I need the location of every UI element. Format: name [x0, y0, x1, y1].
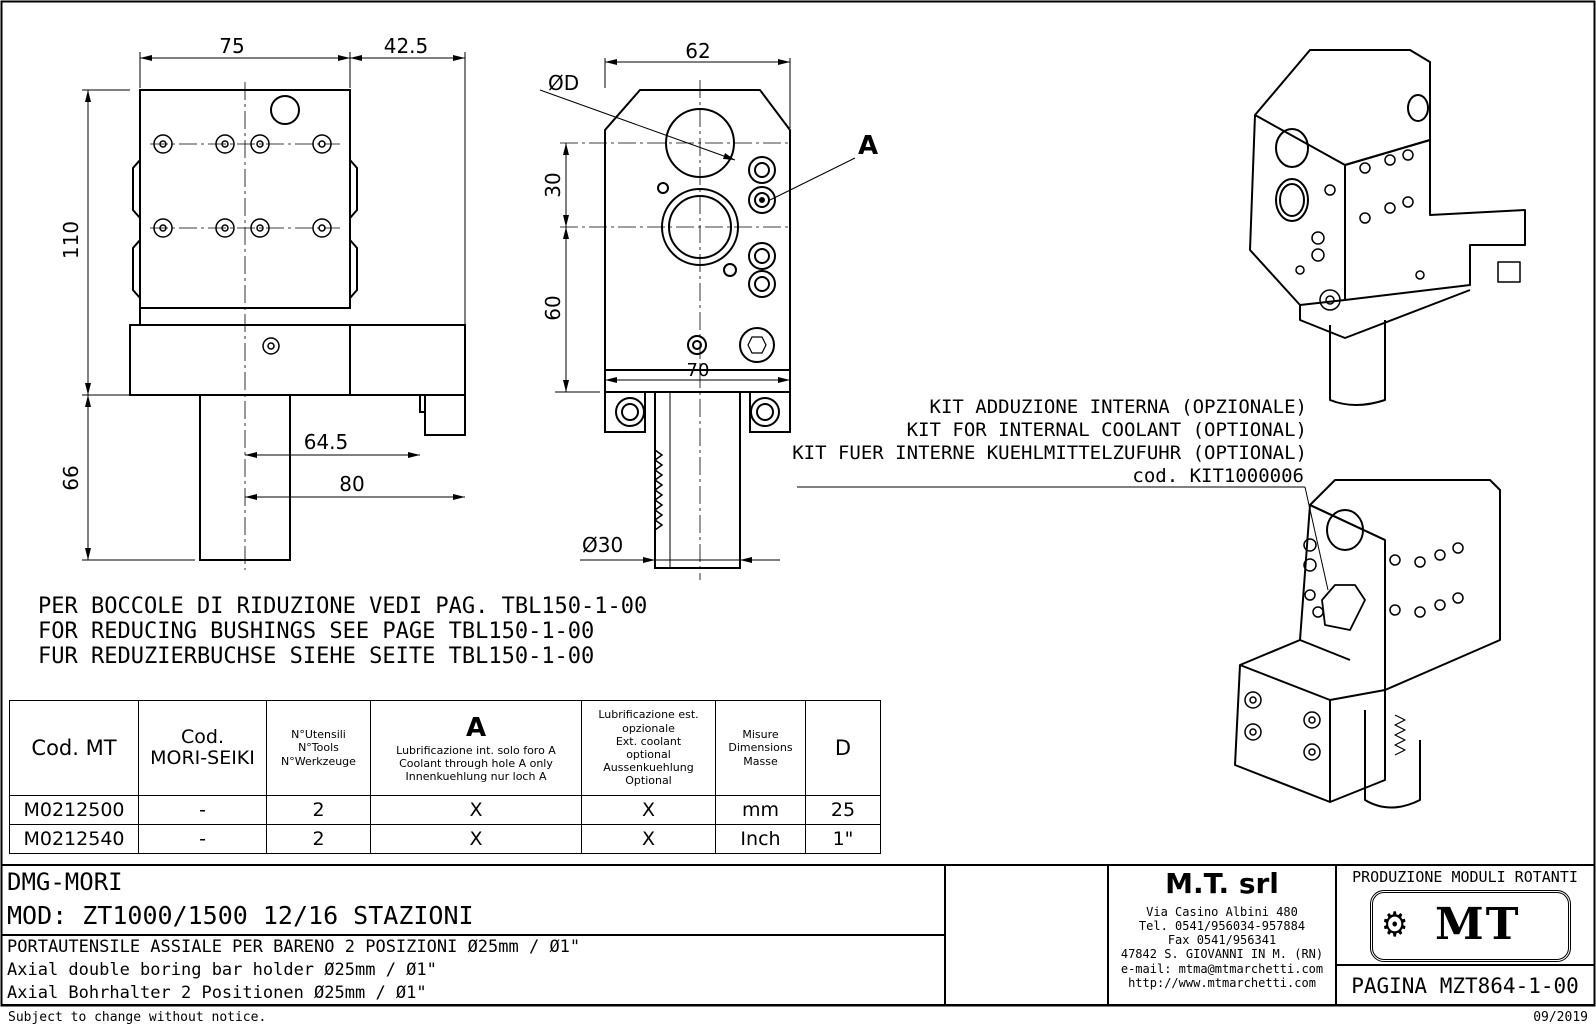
model-title: MOD: ZT1000/1500 12/16 STAZIONI: [7, 901, 474, 930]
address-line: Via Casino Albini 480: [1146, 905, 1298, 919]
description-it: PORTAUTENSILE ASSIALE PER BARENO 2 POSIZ…: [7, 937, 581, 957]
spec-table: Cod. MT Cod. MORI-SEIKI N°Utensili N°Too…: [9, 700, 881, 854]
frame-border: [0, 0, 1596, 1007]
dim-75: 75: [219, 34, 244, 58]
table-row: M0212540 - 2 X X Inch 1": [9, 824, 881, 854]
title-block: [1, 864, 1594, 1006]
brand-title: DMG-MORI: [7, 868, 123, 896]
tool-icon: ⚙: [1381, 905, 1409, 945]
dim-62: 62: [685, 39, 710, 63]
description-en: Axial double boring bar holder Ø25mm / Ø…: [7, 960, 437, 980]
dim-42-5: 42.5: [384, 34, 429, 58]
note-kit-it: KIT ADDUZIONE INTERNA (OPZIONALE): [929, 396, 1308, 418]
dim-60: 60: [541, 295, 565, 320]
dim-64-5: 64.5: [304, 430, 349, 454]
email-line: e-mail: mtma@mtmarchetti.com: [1120, 962, 1324, 976]
dim-110: 110: [59, 221, 83, 259]
fax-line: Fax 0541/956341: [1167, 933, 1277, 947]
table-row: M0212500 - 2 X X mm 25: [9, 795, 881, 825]
cell-a: X: [370, 824, 582, 854]
company-logo: ⚙ MT: [1370, 890, 1571, 962]
cell-code: M0212540: [9, 824, 139, 854]
dim-diameter-30: Ø30: [582, 533, 623, 557]
header-coolant-a: A Lubrificazione int. solo foro A Coolan…: [370, 700, 582, 796]
city-line: 47842 S. GIOVANNI IN M. (RN): [1120, 947, 1324, 961]
cell-tools: 2: [266, 824, 371, 854]
revision-date: 09/2019: [1533, 1010, 1588, 1025]
label-hole-a: A: [858, 131, 878, 161]
note-bushing-it: PER BOCCOLE DI RIDUZIONE VEDI PAG. TBL15…: [38, 594, 648, 619]
cell-unit: mm: [715, 795, 806, 825]
cell-tools: 2: [266, 795, 371, 825]
company-name: M.T. srl: [1165, 867, 1279, 900]
cell-mori: -: [138, 824, 267, 854]
production-title: PRODUZIONE MODULI ROTANTI: [1352, 868, 1578, 886]
description-de: Axial Bohrhalter 2 Positionen Ø25mm / Ø1…: [7, 983, 427, 1003]
dim-66: 66: [59, 465, 83, 490]
table-header-row: Cod. MT Cod. MORI-SEIKI N°Utensili N°Too…: [9, 700, 881, 796]
note-bushing-de: FUR REDUZIERBUCHSE SIEHE SEITE TBL150-1-…: [38, 644, 595, 669]
cell-ext: X: [581, 795, 716, 825]
side-view: [82, 52, 466, 570]
dim-30: 30: [541, 172, 565, 197]
note-kit-de: KIT FUER INTERNE KUEHLMITTELZUFUHR (OPTI…: [792, 442, 1307, 464]
dim-80: 80: [339, 472, 364, 496]
header-d: D: [805, 700, 881, 796]
note-kit-en: KIT FOR INTERNAL COOLANT (OPTIONAL): [906, 419, 1307, 441]
dim-diameter-d: ØD: [548, 71, 579, 95]
website-line: http://www.mtmarchetti.com: [1128, 976, 1316, 990]
cell-d: 25: [805, 795, 881, 825]
cell-a: X: [370, 795, 582, 825]
iso-view-top: [1249, 49, 1526, 406]
note-kit-code: cod. KIT1000006: [1132, 465, 1304, 487]
header-ext-coolant: Lubrificazione est. opzionale Ext. coola…: [581, 700, 716, 796]
cell-ext: X: [581, 824, 716, 854]
page-code: PAGINA MZT864-1-00: [1351, 974, 1579, 998]
note-bushing-en: FOR REDUCING BUSHINGS SEE PAGE TBL150-1-…: [38, 619, 595, 644]
iso-view-bottom: [797, 479, 1501, 809]
disclaimer: Subject to change without notice.: [8, 1010, 267, 1025]
header-cod-mt: Cod. MT: [9, 700, 139, 796]
cell-d: 1": [805, 824, 881, 854]
cell-code: M0212500: [9, 795, 139, 825]
header-cod-mori: Cod. MORI-SEIKI: [138, 700, 267, 796]
front-view: [539, 58, 856, 580]
header-tools: N°Utensili N°Tools N°Werkzeuge: [266, 700, 371, 796]
cell-mori: -: [138, 795, 267, 825]
cell-unit: Inch: [715, 824, 806, 854]
dim-70: 70: [687, 360, 710, 381]
phone-line: Tel. 0541/956034-957884: [1138, 919, 1306, 933]
header-dimensions: Misure Dimensions Masse: [715, 700, 806, 796]
